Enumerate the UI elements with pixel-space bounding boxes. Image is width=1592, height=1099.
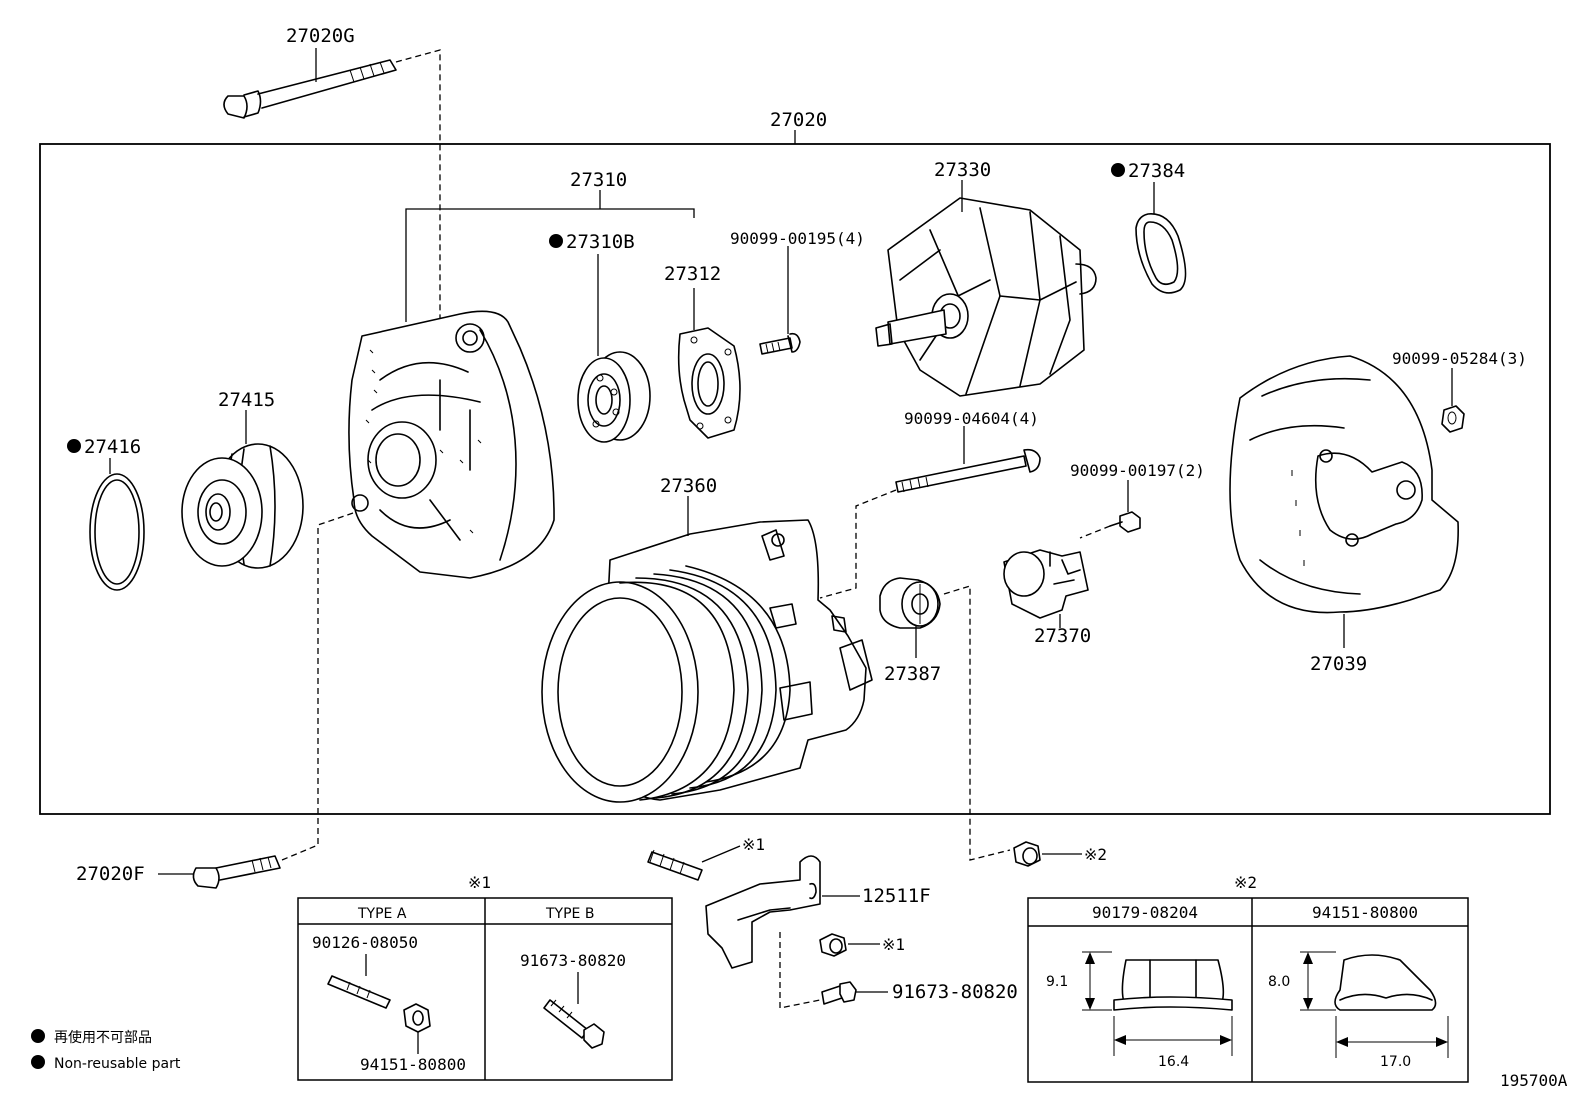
label-ring[interactable]: 27416 — [84, 436, 141, 458]
nut-note1[interactable] — [819, 933, 847, 957]
legend: 再使用不可部品 Non-reusable part — [31, 1029, 181, 1072]
screw-90099-00195[interactable] — [759, 332, 801, 355]
legend-dot-jp — [31, 1029, 45, 1043]
label-note2-a[interactable]: ※2 — [1084, 845, 1107, 864]
retainer-27312[interactable] — [677, 327, 741, 439]
pulley-27415[interactable] — [181, 443, 304, 569]
nut-note2[interactable] — [1013, 841, 1041, 867]
table-note1: ※1 TYPE A TYPE B 90126-08050 94151-80800… — [297, 873, 673, 1081]
label-drive-frame[interactable]: 27310 — [570, 169, 627, 191]
table2-mark: ※2 — [1234, 873, 1257, 892]
bracket-bolt-91673-80820[interactable] — [821, 981, 857, 1005]
table2-col1: 90179-08204 — [1092, 903, 1198, 922]
rotor-27330[interactable] — [875, 197, 1097, 397]
label-pulley[interactable]: 27415 — [218, 389, 275, 411]
label-rotor[interactable]: 27330 — [934, 159, 991, 181]
label-screw-4[interactable]: 90099-00195(4) — [730, 229, 865, 248]
legend-jp: 再使用不可部品 — [54, 1029, 152, 1046]
insulator-27387[interactable] — [879, 577, 941, 629]
bolt-27020f[interactable] — [192, 855, 281, 889]
label-insulator[interactable]: 27387 — [884, 663, 941, 685]
label-retainer[interactable]: 27312 — [664, 263, 721, 285]
label-bolt-bottom[interactable]: 27020F — [76, 863, 145, 885]
label-nut-3[interactable]: 90099-05284(3) — [1392, 349, 1527, 368]
table2-h2: 8.0 — [1268, 974, 1290, 990]
stator-frame-27360[interactable] — [541, 519, 873, 803]
stud-note1[interactable] — [647, 849, 703, 881]
table2-col2: 94151-80800 — [1312, 903, 1418, 922]
table1-a-stud[interactable]: 90126-08050 — [312, 933, 418, 952]
table1-mark: ※1 — [468, 873, 491, 892]
through-bolt-90099-04604[interactable] — [895, 448, 1041, 493]
regulator-27370[interactable] — [1003, 549, 1089, 619]
label-bearing-cover[interactable]: 27384 — [1128, 160, 1185, 182]
table1-a-nut[interactable]: 94151-80800 — [360, 1055, 466, 1074]
label-assembly[interactable]: 27020 — [770, 109, 827, 131]
legend-en: Non-reusable part — [54, 1056, 181, 1072]
table-note2: ※2 90179-08204 94151-80800 9.1 16.4 8.0 … — [1027, 873, 1469, 1083]
table1-type-a: TYPE A — [357, 906, 407, 922]
bearing-cover-27384[interactable] — [1135, 213, 1187, 294]
diagram-id: 195700A — [1500, 1071, 1568, 1090]
bolt-27020g[interactable] — [223, 59, 397, 119]
screw-90099-00197[interactable] — [1109, 511, 1141, 533]
label-screw-2[interactable]: 90099-00197(2) — [1070, 461, 1205, 480]
table2-w2: 17.0 — [1380, 1054, 1411, 1070]
label-bracket[interactable]: 12511F — [862, 885, 931, 907]
rear-cover-27039[interactable] — [1229, 355, 1459, 614]
table2-h1: 9.1 — [1046, 974, 1068, 990]
table1-b-bolt[interactable]: 91673-80820 — [520, 951, 626, 970]
label-through-bolt[interactable]: 90099-04604(4) — [904, 409, 1039, 428]
bearing-27310b[interactable] — [577, 351, 651, 443]
table1-type-b: TYPE B — [545, 906, 594, 922]
label-note1-b[interactable]: ※1 — [882, 935, 905, 954]
label-bearing[interactable]: 27310B — [566, 231, 635, 253]
table2-w1: 16.4 — [1158, 1054, 1189, 1070]
label-regulator[interactable]: 27370 — [1034, 625, 1091, 647]
label-bolt-top[interactable]: 27020G — [286, 25, 355, 47]
ring-27416[interactable] — [89, 473, 145, 591]
label-rear-cover[interactable]: 27039 — [1310, 653, 1367, 675]
nut-90099-05284[interactable] — [1441, 405, 1465, 433]
label-note1-a[interactable]: ※1 — [742, 835, 765, 854]
drive-frame-27310[interactable] — [348, 310, 555, 579]
legend-dot-en — [31, 1055, 45, 1069]
label-stator-frame[interactable]: 27360 — [660, 475, 717, 497]
bracket-12511f[interactable] — [705, 855, 821, 969]
label-bracket-bolt[interactable]: 91673-80820 — [892, 981, 1018, 1003]
